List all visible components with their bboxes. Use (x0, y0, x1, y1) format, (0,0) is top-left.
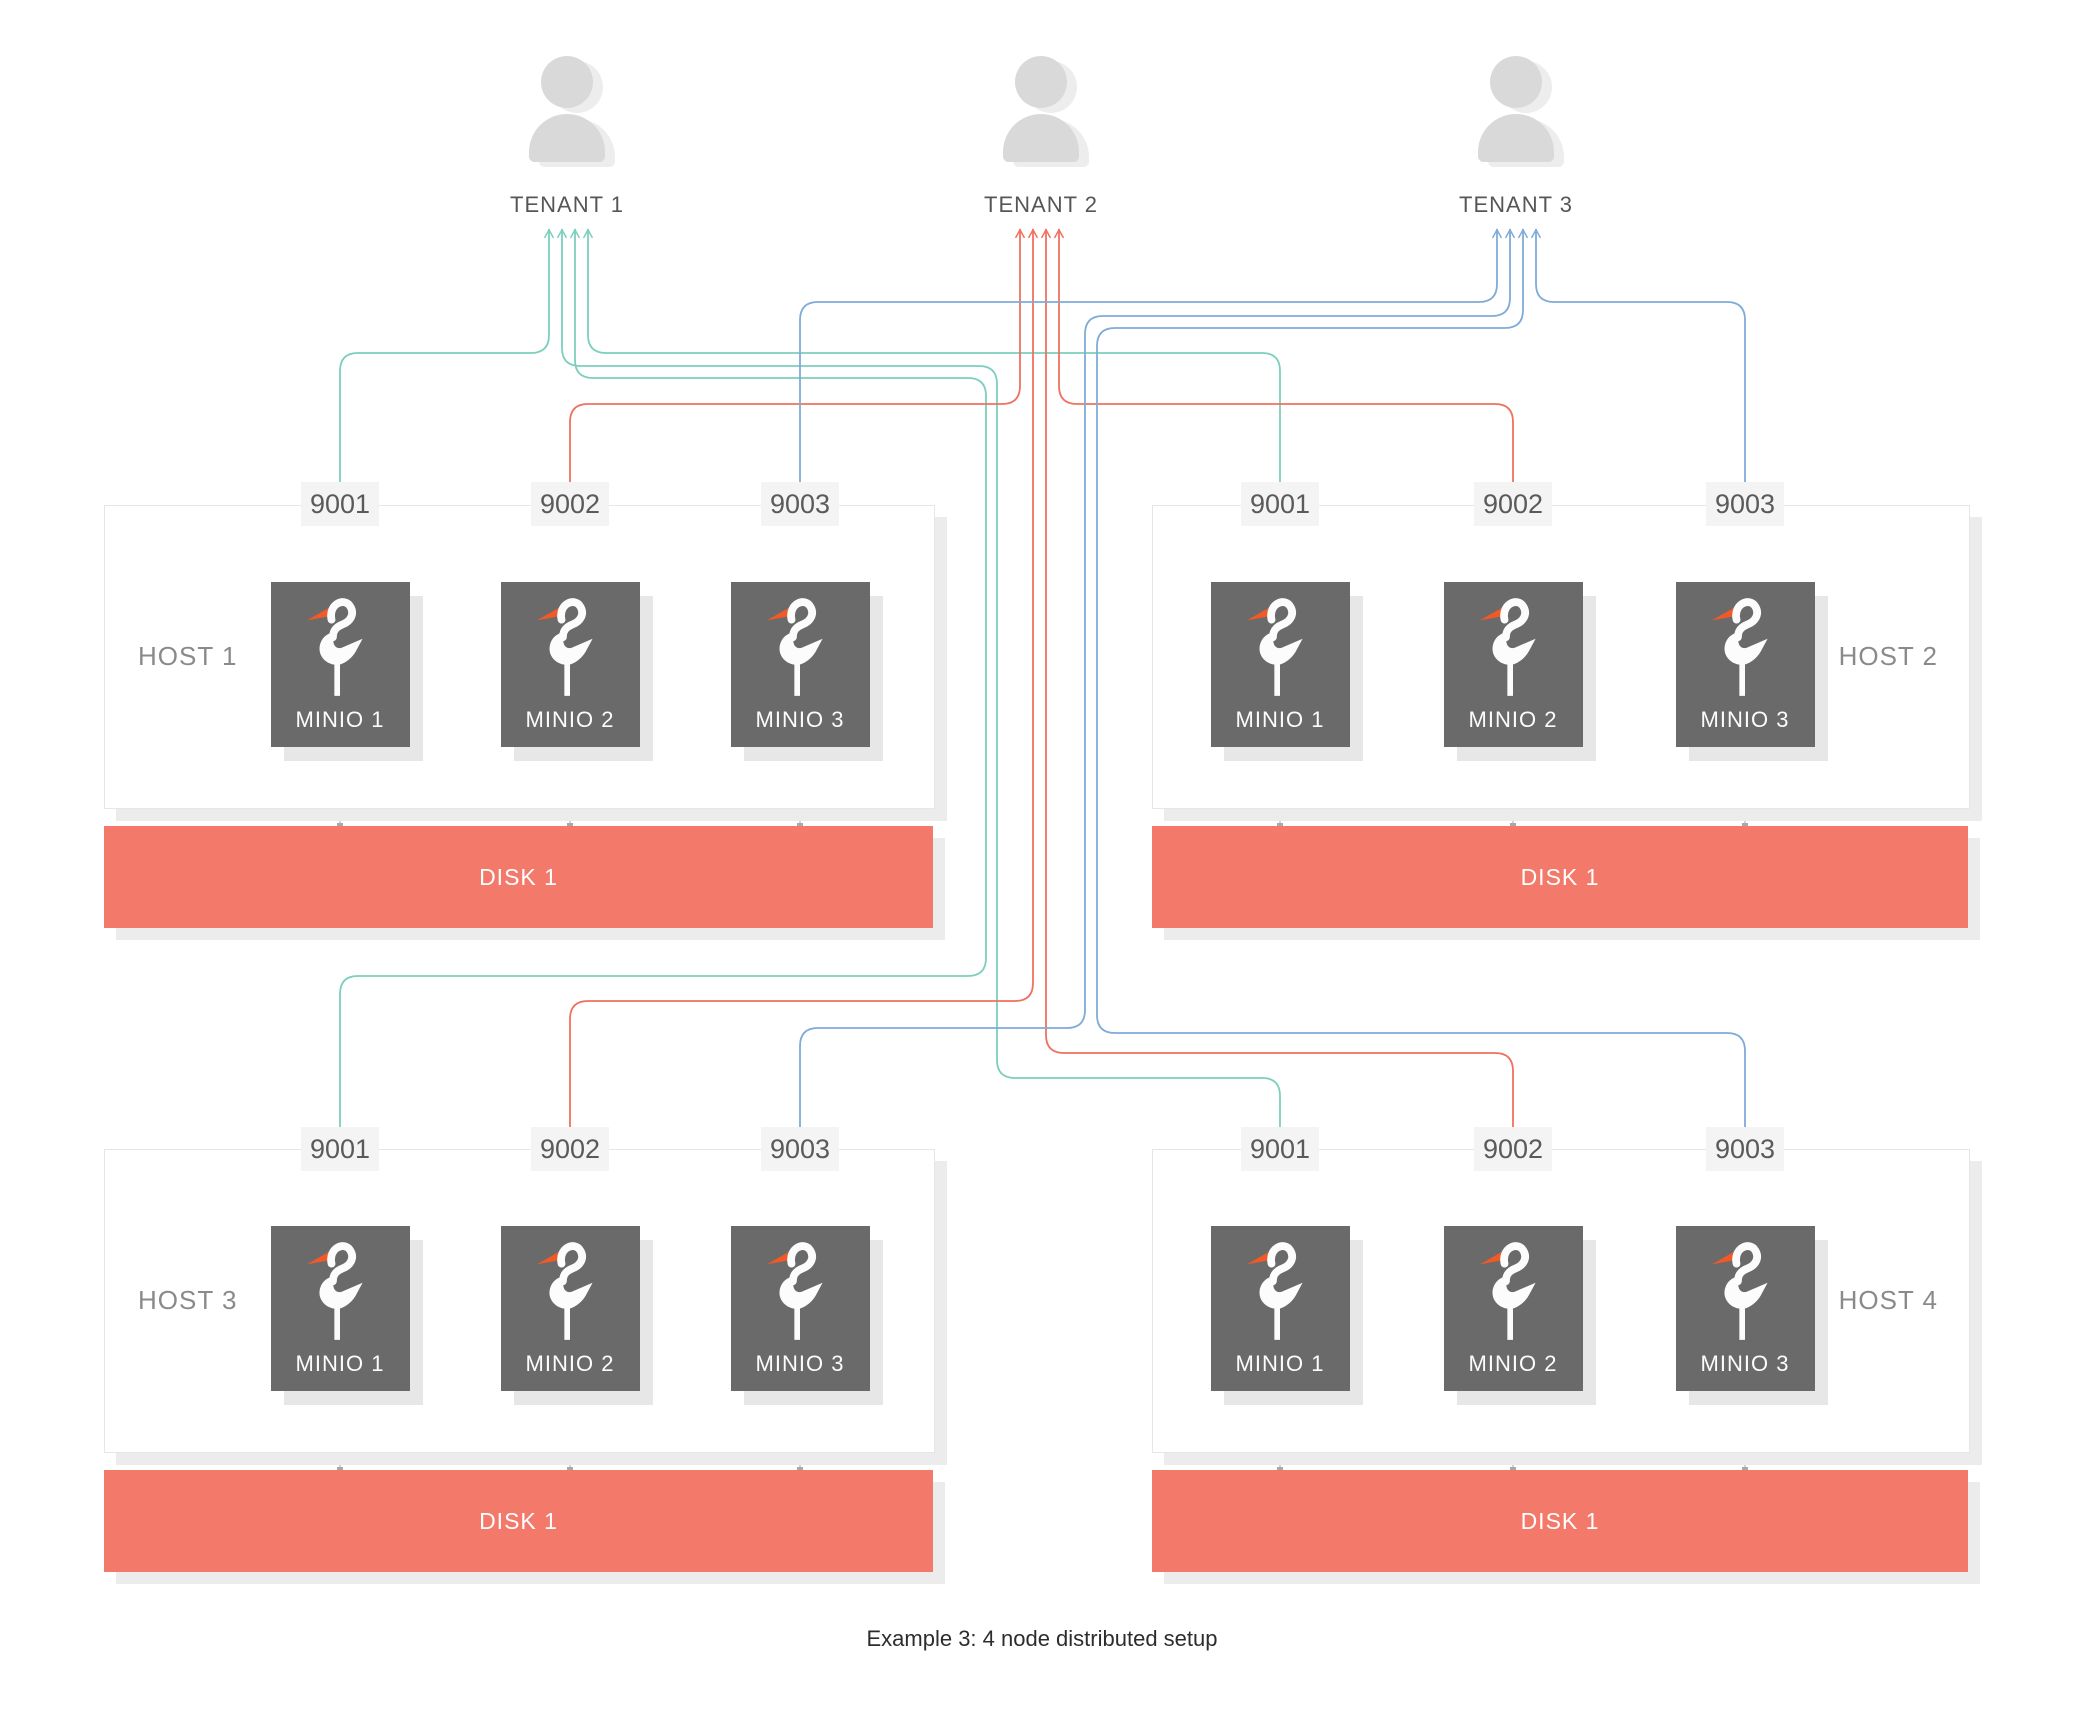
disk-label: DISK 1 (479, 1507, 558, 1534)
minio-bird-icon (1711, 598, 1768, 696)
disk-label: DISK 1 (1520, 863, 1600, 890)
user-icon (981, 46, 1101, 176)
port-label-host-3-9003: 9003 (761, 1127, 839, 1171)
minio-node-host-1-3: MINIO 3 (730, 582, 870, 747)
disk-bar-host-2: DISK 1 (1152, 826, 1968, 928)
minio-bird-icon-wrap (1702, 590, 1788, 715)
port-label-host-3-9001: 9001 (301, 1127, 379, 1171)
tenant-1 (507, 46, 627, 176)
disk-label: DISK 1 (1520, 1507, 1600, 1534)
host-label-host-4: HOST 4 (1838, 1285, 1938, 1315)
minio-bird-icon (1711, 1242, 1768, 1340)
minio-bird-icon-wrap (1237, 590, 1323, 715)
minio-bird-icon (1479, 1242, 1536, 1340)
minio-node-label: MINIO 2 (525, 707, 615, 732)
user-icon-body (1003, 114, 1079, 162)
connection-tenant-1-host-1-port-9001 (339, 228, 554, 483)
minio-bird-icon (306, 1242, 363, 1340)
minio-node-label: MINIO 1 (1235, 707, 1325, 732)
user-icon (1456, 46, 1576, 176)
minio-node-host-1-2: MINIO 2 (500, 582, 640, 747)
tenant-label: TENANT 2 (984, 192, 1098, 217)
port-label-host-1-9001: 9001 (301, 482, 379, 526)
port-label-host-1-9003: 9003 (761, 482, 839, 526)
minio-node-host-4-1: MINIO 1 (1210, 1226, 1350, 1391)
tenant-label: TENANT 1 (510, 192, 624, 217)
port-label-host-3-9002: 9002 (531, 1127, 609, 1171)
minio-bird-icon-wrap (1237, 1234, 1323, 1359)
host-label-host-2: HOST 2 (1838, 641, 1938, 671)
minio-bird-icon (1479, 598, 1536, 696)
minio-bird-icon-wrap (757, 590, 843, 715)
diagram-caption: Example 3: 4 node distributed setup (866, 1626, 1218, 1651)
tenant-3 (1456, 46, 1576, 176)
minio-node-label: MINIO 3 (755, 1351, 845, 1376)
disk-bar-host-1: DISK 1 (104, 826, 933, 928)
minio-node-label: MINIO 1 (295, 1351, 385, 1376)
minio-node-label: MINIO 2 (525, 1351, 615, 1376)
minio-bird-icon-wrap (527, 1234, 613, 1359)
port-label-host-4-9001: 9001 (1241, 1127, 1319, 1171)
minio-node-label: MINIO 3 (755, 707, 845, 732)
minio-bird-icon-wrap (1470, 590, 1556, 715)
minio-bird-icon (1246, 1242, 1303, 1340)
minio-node-host-1-1: MINIO 1 (270, 582, 410, 747)
minio-node-host-3-1: MINIO 1 (270, 1226, 410, 1391)
minio-bird-icon-wrap (297, 590, 383, 715)
user-icon-body (1478, 114, 1554, 162)
minio-bird-icon (1246, 598, 1303, 696)
minio-node-host-2-1: MINIO 1 (1210, 582, 1350, 747)
minio-node-label: MINIO 1 (1235, 1351, 1325, 1376)
port-label-host-4-9002: 9002 (1474, 1127, 1552, 1171)
minio-bird-icon-wrap (1470, 1234, 1556, 1359)
minio-node-host-4-3: MINIO 3 (1675, 1226, 1815, 1391)
connection-tenant-3-host-2-port-9003 (1531, 228, 1746, 483)
host-label-host-3: HOST 3 (138, 1285, 238, 1315)
minio-node-label: MINIO 3 (1700, 1351, 1790, 1376)
host-label-host-1: HOST 1 (138, 641, 238, 671)
port-label-host-1-9002: 9002 (531, 482, 609, 526)
minio-node-label: MINIO 3 (1700, 707, 1790, 732)
minio-bird-icon-wrap (527, 590, 613, 715)
connection-tenant-3-host-1-port-9003 (799, 228, 1502, 483)
tenant-label: TENANT 3 (1459, 192, 1573, 217)
port-label-host-2-9003: 9003 (1706, 482, 1784, 526)
port-label-host-2-9002: 9002 (1474, 482, 1552, 526)
minio-bird-icon (536, 1242, 593, 1340)
connection-tenant-2-host-2-port-9002 (1054, 228, 1514, 483)
minio-node-label: MINIO 1 (295, 707, 385, 732)
disk-bar-host-3: DISK 1 (104, 1470, 933, 1572)
minio-bird-icon (766, 1242, 823, 1340)
minio-node-host-2-2: MINIO 2 (1443, 582, 1583, 747)
user-icon-head (1490, 56, 1542, 108)
minio-node-label: MINIO 2 (1468, 707, 1558, 732)
tenant-2 (981, 46, 1101, 176)
user-icon-body (529, 114, 605, 162)
minio-node-host-3-3: MINIO 3 (730, 1226, 870, 1391)
minio-bird-icon (536, 598, 593, 696)
disk-bar-host-4: DISK 1 (1152, 1470, 1968, 1572)
port-label-host-2-9001: 9001 (1241, 482, 1319, 526)
user-icon (507, 46, 627, 176)
minio-bird-icon (306, 598, 363, 696)
minio-node-host-3-2: MINIO 2 (500, 1226, 640, 1391)
minio-bird-icon-wrap (1702, 1234, 1788, 1359)
minio-node-host-2-3: MINIO 3 (1675, 582, 1815, 747)
connection-tenant-2-host-1-port-9002 (569, 228, 1025, 483)
disk-label: DISK 1 (479, 863, 558, 890)
port-label-host-4-9003: 9003 (1706, 1127, 1784, 1171)
minio-bird-icon (766, 598, 823, 696)
minio-node-label: MINIO 2 (1468, 1351, 1558, 1376)
minio-bird-icon-wrap (297, 1234, 383, 1359)
minio-bird-icon-wrap (757, 1234, 843, 1359)
user-icon-head (1015, 56, 1067, 108)
connection-tenant-1-host-2-port-9001 (583, 228, 1281, 483)
minio-node-host-4-2: MINIO 2 (1443, 1226, 1583, 1391)
user-icon-head (541, 56, 593, 108)
